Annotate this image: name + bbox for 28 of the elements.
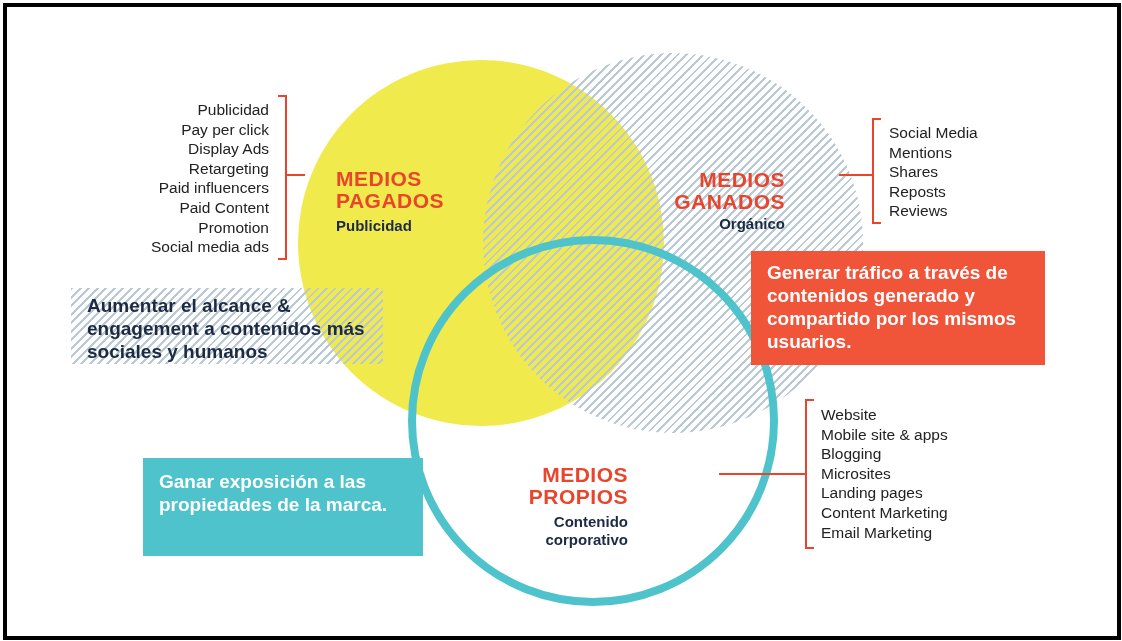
circle-subtitle: Orgánico	[718, 215, 785, 233]
list-item: Social media ads	[150, 237, 269, 257]
list-item: Publicidad	[197, 100, 269, 120]
circle-subtitle: Publicidad	[336, 217, 412, 235]
list-item: Landing pages	[821, 483, 923, 503]
list-item: Mentions	[889, 142, 952, 163]
list-item: Promotion	[198, 217, 269, 238]
list-item: Mobile site & apps	[821, 424, 948, 445]
callout-box: Generar tráfico a través de contenidos generado y compartido por los mismos usuarios.	[751, 251, 1045, 365]
circle-title: MEDIOS PAGADOS	[336, 168, 445, 212]
list-item: Reposts	[889, 181, 946, 202]
circle-subtitle: Contenido corporativo	[544, 513, 628, 549]
callout-box: Ganar exposición a las propiedades de la marca.	[143, 458, 423, 556]
list-item: Email Marketing	[821, 522, 933, 543]
list-item: Content Marketing	[821, 503, 948, 523]
circle-title: MEDIOS GANADOS	[674, 169, 785, 213]
list-item: Blogging	[821, 444, 882, 464]
list-item: Paid Content	[179, 198, 269, 218]
list-item: Display Ads	[188, 139, 269, 159]
list-item: Pay per click	[181, 119, 269, 140]
list-item: Website	[821, 405, 877, 425]
list-item: Retargeting	[188, 158, 269, 179]
list-item: Microsites	[821, 463, 891, 484]
list-item: Paid influencers	[158, 178, 269, 198]
circle-title: MEDIOS PROPIOS	[528, 464, 628, 508]
list-item: Shares	[889, 162, 939, 182]
list-item: Social Media	[889, 123, 978, 143]
list-item: Reviews	[889, 201, 948, 221]
